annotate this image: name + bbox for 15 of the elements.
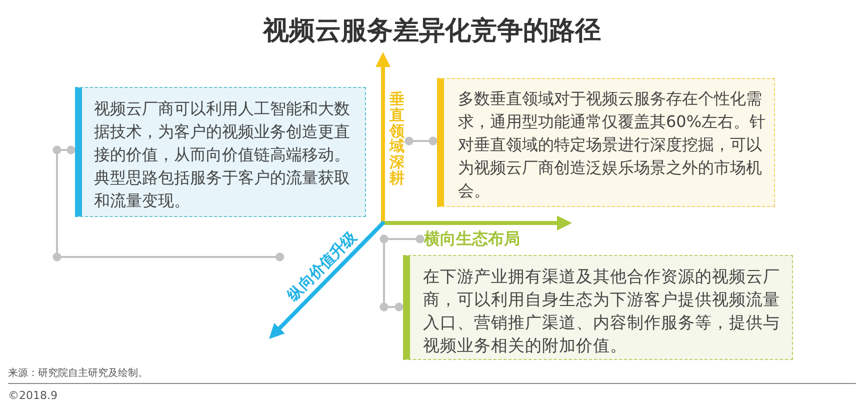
note-box bbox=[437, 78, 775, 207]
note-text: 多数垂直领域对于视频云服务存在个性化需求，通用型功能通常仅覆盖其60%左右。针对垂直领域的特定场景进行深度挖掘，可以为视频云厂商创造泛娱乐场景之外的市场机会。 bbox=[458, 88, 767, 202]
source-note: 来源：研究院自主研究及绘制。 bbox=[8, 367, 148, 381]
note-box bbox=[75, 87, 366, 217]
axis-label: 纵向价值升级 bbox=[284, 228, 360, 304]
title: 视频云服务差异化竞争的路径 bbox=[263, 15, 601, 48]
copyright-note: ©2018.9 bbox=[8, 389, 58, 403]
note-box bbox=[403, 255, 793, 360]
leader-line bbox=[404, 136, 438, 146]
axis-label: 横向生态布局 bbox=[424, 229, 520, 249]
note-text: 视频云厂商可以利用人工智能和大数据技术，为客户的视频业务创造更直接的价值，从而向价值链高端移动。典型思路包括服务于客户的流量获取和流量变现。 bbox=[94, 98, 351, 212]
note-text: 在下游产业拥有渠道及其他合作资源的视频云厂商，可以利用自身生态为下游客户提供视频流量入口、营销推广渠道、内容制作服务等，提供与视频业务相关的附加价值。 bbox=[423, 266, 781, 357]
axis-label: 垂直领域深耕 bbox=[389, 92, 405, 187]
leader-line bbox=[380, 234, 424, 312]
leader-line bbox=[52, 146, 284, 262]
